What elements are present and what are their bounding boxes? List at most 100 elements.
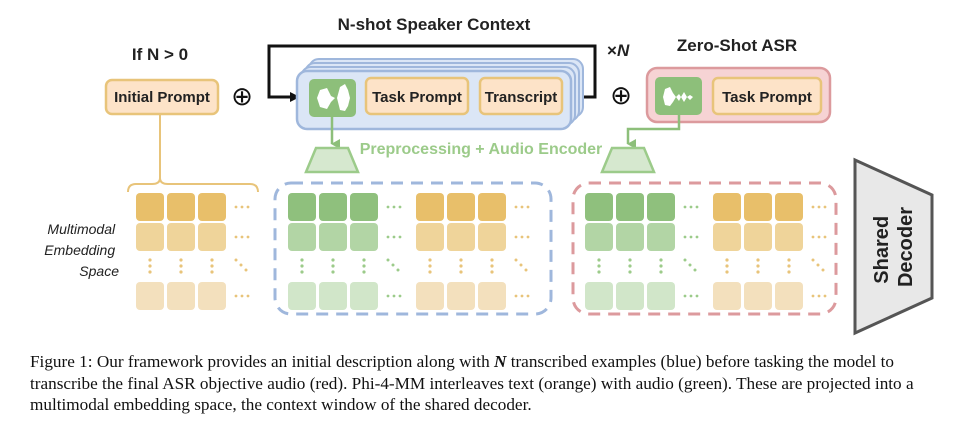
initial-prompt-label: Initial Prompt [114,89,210,106]
ellipsis-dot [490,264,494,268]
embedding-token [775,193,803,221]
ellipsis-dot [386,205,390,209]
embedding-token [478,282,506,310]
ellipsis-dot [821,268,825,272]
ellipsis-dot [787,270,791,274]
embedding-token [416,193,444,221]
embedding-token [136,282,164,310]
ellipsis-dot [787,258,791,262]
ellipsis-dot [459,270,463,274]
loop-arrow [267,44,597,102]
initial-prompt-brace [127,114,259,193]
waveform-icon [655,77,702,115]
ellipsis-dot [234,205,238,209]
ellipsis-dot [148,270,152,274]
ellipsis-dot [514,294,518,298]
embedding-token [288,193,316,221]
ellipsis-dot [514,258,518,262]
ellipsis-dot [817,235,821,239]
embedding-token [136,193,164,221]
ellipsis-dot [392,294,396,298]
ellipsis-dot [362,270,366,274]
embedding-token [198,223,226,251]
encoder-arrow-right [626,115,681,149]
embedding-token [585,223,613,251]
ellipsis-dot [689,294,693,298]
embedding-token [647,193,675,221]
ellipsis-dot [628,264,632,268]
audio-encoder-left [304,146,360,174]
ellipsis-dot [597,258,601,262]
embedding-token [775,223,803,251]
ellipsis-dot [756,264,760,268]
transcript-label: Transcript [485,89,558,106]
embedding-token [447,223,475,251]
embedding-grids [136,193,827,310]
ellipsis-dot [725,270,729,274]
initial-prompt-embeddings [136,193,250,310]
concat-symbol-2: ⊕ [610,81,632,111]
ellipsis-dot [659,258,663,262]
ellipsis-dot [683,235,687,239]
embedding-token [167,223,195,251]
embedding-token [167,282,195,310]
embedding-token [744,193,772,221]
ellipsis-dot [659,264,663,268]
embedding-token [136,223,164,251]
ellipsis-dot [514,235,518,239]
ellipsis-dot [659,270,663,274]
ellipsis-dot [398,235,402,239]
ellipsis-dot [811,258,815,262]
embedding-token [478,223,506,251]
zero-shot-audio-embeddings [585,193,699,310]
ellipsis-dot [490,258,494,262]
ellipsis-dot [725,264,729,268]
ellipsis-dot [490,270,494,274]
zero-shot-text-embeddings [713,193,827,310]
ellipsis-dot [300,258,304,262]
embedding-space-label: Multimodal Embedding Space [44,221,119,279]
framework-diagram: N-shot Speaker Context If N > 0 Zero-Sho… [44,15,934,336]
ellipsis-dot [428,270,432,274]
ellipsis-dot [817,294,821,298]
embedding-token [319,282,347,310]
embedding-token [416,282,444,310]
ellipsis-dot [386,294,390,298]
ellipsis-dot [526,205,530,209]
embedding-token [713,193,741,221]
ellipsis-dot [246,235,250,239]
ellipsis-dot [628,258,632,262]
embedding-token [647,282,675,310]
ellipsis-dot [240,205,244,209]
ellipsis-dot [246,205,250,209]
audio-encoder-right [600,146,656,174]
ellipsis-dot [300,264,304,268]
embedding-token [350,282,378,310]
ellipsis-dot [526,235,530,239]
ellipsis-dot [628,270,632,274]
embedding-token [744,282,772,310]
ellipsis-dot [683,294,687,298]
embedding-token [585,282,613,310]
if-n-title: If N > 0 [132,45,188,64]
zero-task-prompt-label: Task Prompt [722,89,812,106]
ellipsis-dot [398,205,402,209]
ellipsis-dot [179,270,183,274]
repeat-n-label: ×N [607,41,630,60]
ellipsis-dot [514,205,518,209]
ellipsis-dot [234,258,238,262]
initial-prompt-box: Initial Prompt [104,78,220,116]
ellipsis-dot [331,264,335,268]
embedding-token [167,193,195,221]
encoder-label: Preprocessing + Audio Encoder [360,141,603,158]
ellipsis-dot [526,294,530,298]
ellipsis-dot [756,270,760,274]
ellipsis-dot [756,258,760,262]
ellipsis-dot [210,270,214,274]
shared-decoder: Shared Decoder [853,157,934,336]
ellipsis-dot [519,263,523,267]
ellipsis-dot [234,235,238,239]
ellipsis-dot [459,258,463,262]
ellipsis-dot [823,235,827,239]
ellipsis-dot [386,258,390,262]
